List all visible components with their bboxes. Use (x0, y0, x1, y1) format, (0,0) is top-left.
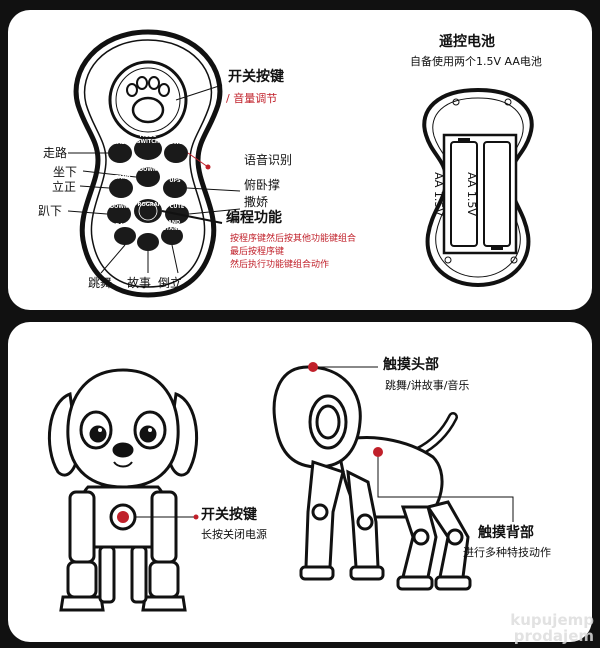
watermark-line-2: prodajem (513, 627, 594, 645)
hand-stand-button (161, 227, 183, 245)
battery-cell-label-right: AA 1.5V (464, 172, 478, 216)
push-ups-button-text[interactable]: PUSH UPS (167, 172, 183, 184)
sit-down-button (136, 167, 160, 187)
lie-down-button (107, 204, 131, 224)
act-cute-button-text[interactable]: ACT CUTE (169, 198, 185, 210)
programming-label: 编程功能 (226, 210, 282, 226)
paw-icon (131, 96, 165, 124)
story-button-text[interactable]: STORY (138, 229, 158, 235)
dance-button (114, 227, 136, 245)
dog-power-desc: 长按关闭电源 (201, 528, 267, 541)
dance-button-text[interactable]: DANCE (115, 223, 135, 229)
program-note-1: 按程序键然后按其他功能键组合 (230, 234, 357, 244)
touch-head-label: 触摸头部 (383, 357, 439, 373)
battery-cell-right (483, 141, 511, 247)
touch-back-desc: 进行多种特技动作 (463, 546, 551, 559)
voice-recognition-label: 语音识别 (244, 153, 293, 167)
battery-desc: 自备使用两个1.5V AA电池 (410, 55, 542, 68)
dog-panel: 开关按键 长按关闭电源 触摸头部 跳舞/讲故事/音乐 触摸背部 进行多种特技动作 (8, 322, 592, 642)
dog-front-illustration (47, 368, 199, 612)
hand-stand-button-text[interactable]: HAND STAND (162, 220, 182, 232)
walk-button-text[interactable]: WALK (111, 140, 129, 146)
watermark: kupujemp prodajem (510, 612, 594, 644)
sit-label: 坐下 (53, 165, 78, 179)
battery-title: 遥控电池 (439, 34, 495, 50)
battery-cell-label-left: AA 1.5V (431, 172, 445, 216)
story-label: 故事 (127, 276, 152, 290)
volume-label: / 音量调节 (226, 92, 278, 105)
power-button-text[interactable]: POWER (165, 140, 187, 146)
walk-label: 走路 (43, 146, 68, 160)
stand-button-text[interactable]: STAND (111, 175, 131, 181)
program-button-text[interactable]: PROGRAM (134, 202, 163, 208)
lie-label: 趴下 (38, 204, 63, 218)
remote-panel: AA 1.5V AA 1.5V WALK MODE SWITCH POWER S… (8, 10, 592, 310)
power-button (164, 143, 188, 163)
watermark-line-1: kupujemp (510, 611, 594, 629)
stand-button (109, 178, 133, 198)
dog-power-key-label: 开关按键 (201, 507, 257, 523)
touch-head-desc: 跳舞/讲故事/音乐 (385, 379, 470, 392)
back-touch-point (373, 447, 383, 457)
program-note-2: 最后按程序键 (230, 247, 285, 257)
dog-illustrations (47, 362, 514, 612)
dance-label: 跳舞 (88, 276, 113, 290)
lie-down-button-text[interactable]: LIE DOWN (109, 198, 129, 210)
power-key-label: 开关按键 (228, 69, 284, 85)
touch-back-label: 触摸背部 (478, 525, 534, 541)
mode-switch-button (134, 138, 162, 160)
push-ups-button (163, 178, 187, 198)
dog-side-illustration (272, 365, 472, 591)
story-button (137, 233, 159, 251)
cute-label: 撒娇 (244, 195, 269, 209)
walk-button (108, 143, 132, 163)
program-note-3: 然后执行功能键组合动作 (230, 260, 330, 270)
remote-illustration (67, 29, 534, 298)
sit-down-button-text[interactable]: SIT DOWN (138, 161, 158, 173)
mode-switch-button-text[interactable]: MODE SWITCH (136, 133, 160, 145)
stand-label: 立正 (52, 180, 77, 194)
head-touch-point (308, 362, 318, 372)
pushup-label: 俯卧撑 (244, 178, 281, 192)
handstand-label: 倒立 (158, 276, 183, 290)
dog-nose (112, 442, 134, 458)
